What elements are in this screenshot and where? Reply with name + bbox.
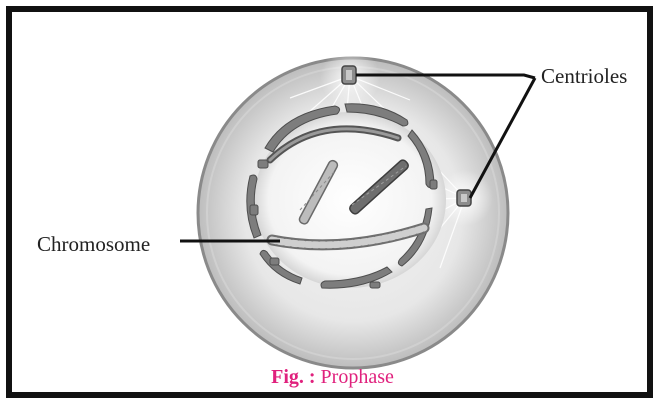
chromosome-label: Chromosome (37, 232, 150, 257)
figure-caption: Fig. : Prophase (0, 366, 665, 389)
caption-title: Prophase (321, 366, 394, 388)
caption-fig-prefix: Fig. : (271, 366, 315, 388)
centrioles-label: Centrioles (541, 64, 627, 89)
centriole-top (342, 66, 356, 84)
centriole-right (457, 190, 471, 206)
